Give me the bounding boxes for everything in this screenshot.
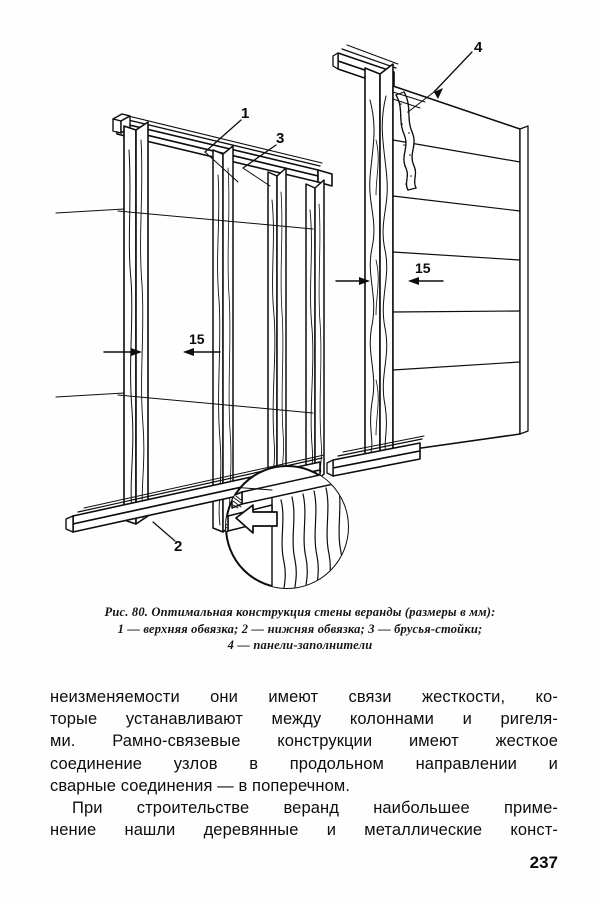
right-bottom-beam (326, 435, 425, 477)
leader-line-4 (433, 51, 473, 93)
frame-post-left (123, 121, 149, 525)
figure-callout-3: 3 (276, 130, 285, 147)
leader-line-1 (204, 119, 242, 153)
figure-drawing (55, 44, 529, 589)
frame-post-second (212, 145, 234, 533)
leader-line-4b (407, 91, 435, 113)
caption-line-3: 4 — панели-заполнители (227, 638, 373, 652)
text-line: сварные соединения — в поперечном. (50, 776, 350, 795)
dimension-label-right: 15 (415, 260, 431, 276)
joint-detail-inset (225, 465, 349, 589)
dimension-arrowhead-right-a (359, 277, 370, 285)
figure-callout-4: 4 (474, 39, 483, 56)
dimension-arrowhead-right-b (408, 277, 419, 285)
figure-illustration: 1 3 4 2 15 15 (55, 39, 529, 589)
figure-callout-2: 2 (174, 538, 183, 555)
page-number: 237 (529, 853, 558, 872)
leader-line-2 (152, 521, 176, 542)
caption-line-2: 1 — верхняя обвязка; 2 — нижняя обвязка;… (117, 621, 483, 636)
leader-line-1b (204, 151, 239, 183)
caption-line-1: Рис. 80. Оптимальная конструкция стены в… (104, 605, 496, 619)
leader-line-3 (242, 144, 277, 169)
figure-callout-1: 1 (241, 105, 250, 122)
dimension-label-left: 15 (189, 331, 205, 347)
leader-arrowhead-4 (434, 88, 443, 99)
frame-post-right (305, 179, 325, 483)
wall-plane-lines (55, 208, 314, 414)
frame-post-third (267, 167, 287, 485)
dimension-arrowhead-left-b (183, 348, 194, 356)
dimension-arrowhead-left-a (131, 348, 142, 356)
detail-pointer-arrow (235, 504, 278, 534)
figure-caption: Рис. 80. Оптимальная конструкция стены в… (0, 604, 600, 654)
top-rail-end-cap (112, 113, 131, 134)
leader-line-3b (242, 167, 271, 187)
right-frame-post (364, 63, 394, 463)
